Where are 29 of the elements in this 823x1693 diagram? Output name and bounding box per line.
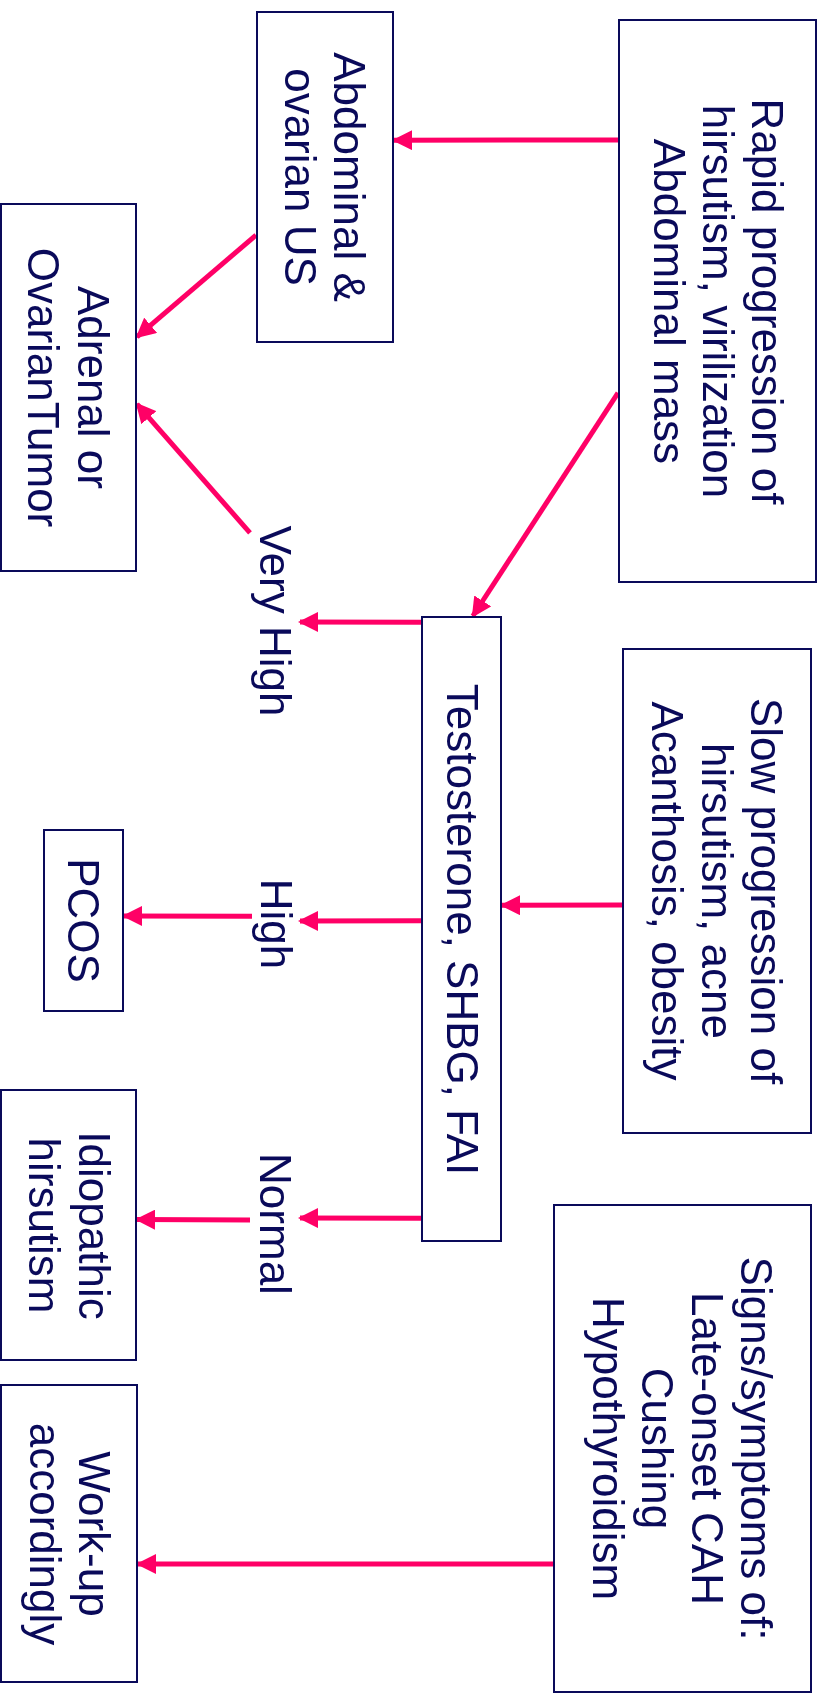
process-box — [0, 203, 137, 572]
box-text: Late-onset CAH — [682, 1291, 732, 1606]
box-text: Cushing — [633, 1367, 683, 1530]
box-text: Slow progression of hirsutism, acne — [692, 696, 791, 1087]
box-text: PCOS — [58, 858, 109, 983]
process-box — [618, 19, 817, 583]
process-box — [622, 648, 812, 1134]
box-text: Testosterone, SHBG, FAI — [436, 683, 487, 1175]
arrow — [298, 611, 421, 632]
arrow — [298, 910, 421, 931]
box-text: Rapid progression of hirsutism, virilization — [692, 97, 792, 507]
process-box — [0, 1384, 138, 1683]
process-box — [421, 616, 502, 1242]
box-text: Acanthosis, obesity — [643, 701, 693, 1081]
result-label: Normal — [250, 1141, 300, 1307]
result-label: High — [252, 868, 300, 980]
process-box — [256, 11, 394, 343]
box-text: Idiopathic hirsutism — [19, 1129, 118, 1322]
box-text: Abdominal & ovarian US — [275, 51, 375, 304]
box-text: Adrenal or OvarianTumor — [19, 246, 118, 530]
box-text: Hypothyroidism — [583, 1296, 634, 1601]
process-box — [553, 1204, 812, 1693]
process-box — [0, 1089, 137, 1361]
box-text: Abdominal mass — [643, 138, 693, 464]
box-text: Signs/symptoms of: — [731, 1256, 782, 1641]
process-box — [43, 829, 124, 1012]
result-label: Very High — [250, 508, 300, 734]
box-text: Work-up accordingly — [19, 1421, 119, 1647]
arrow — [298, 1208, 421, 1229]
